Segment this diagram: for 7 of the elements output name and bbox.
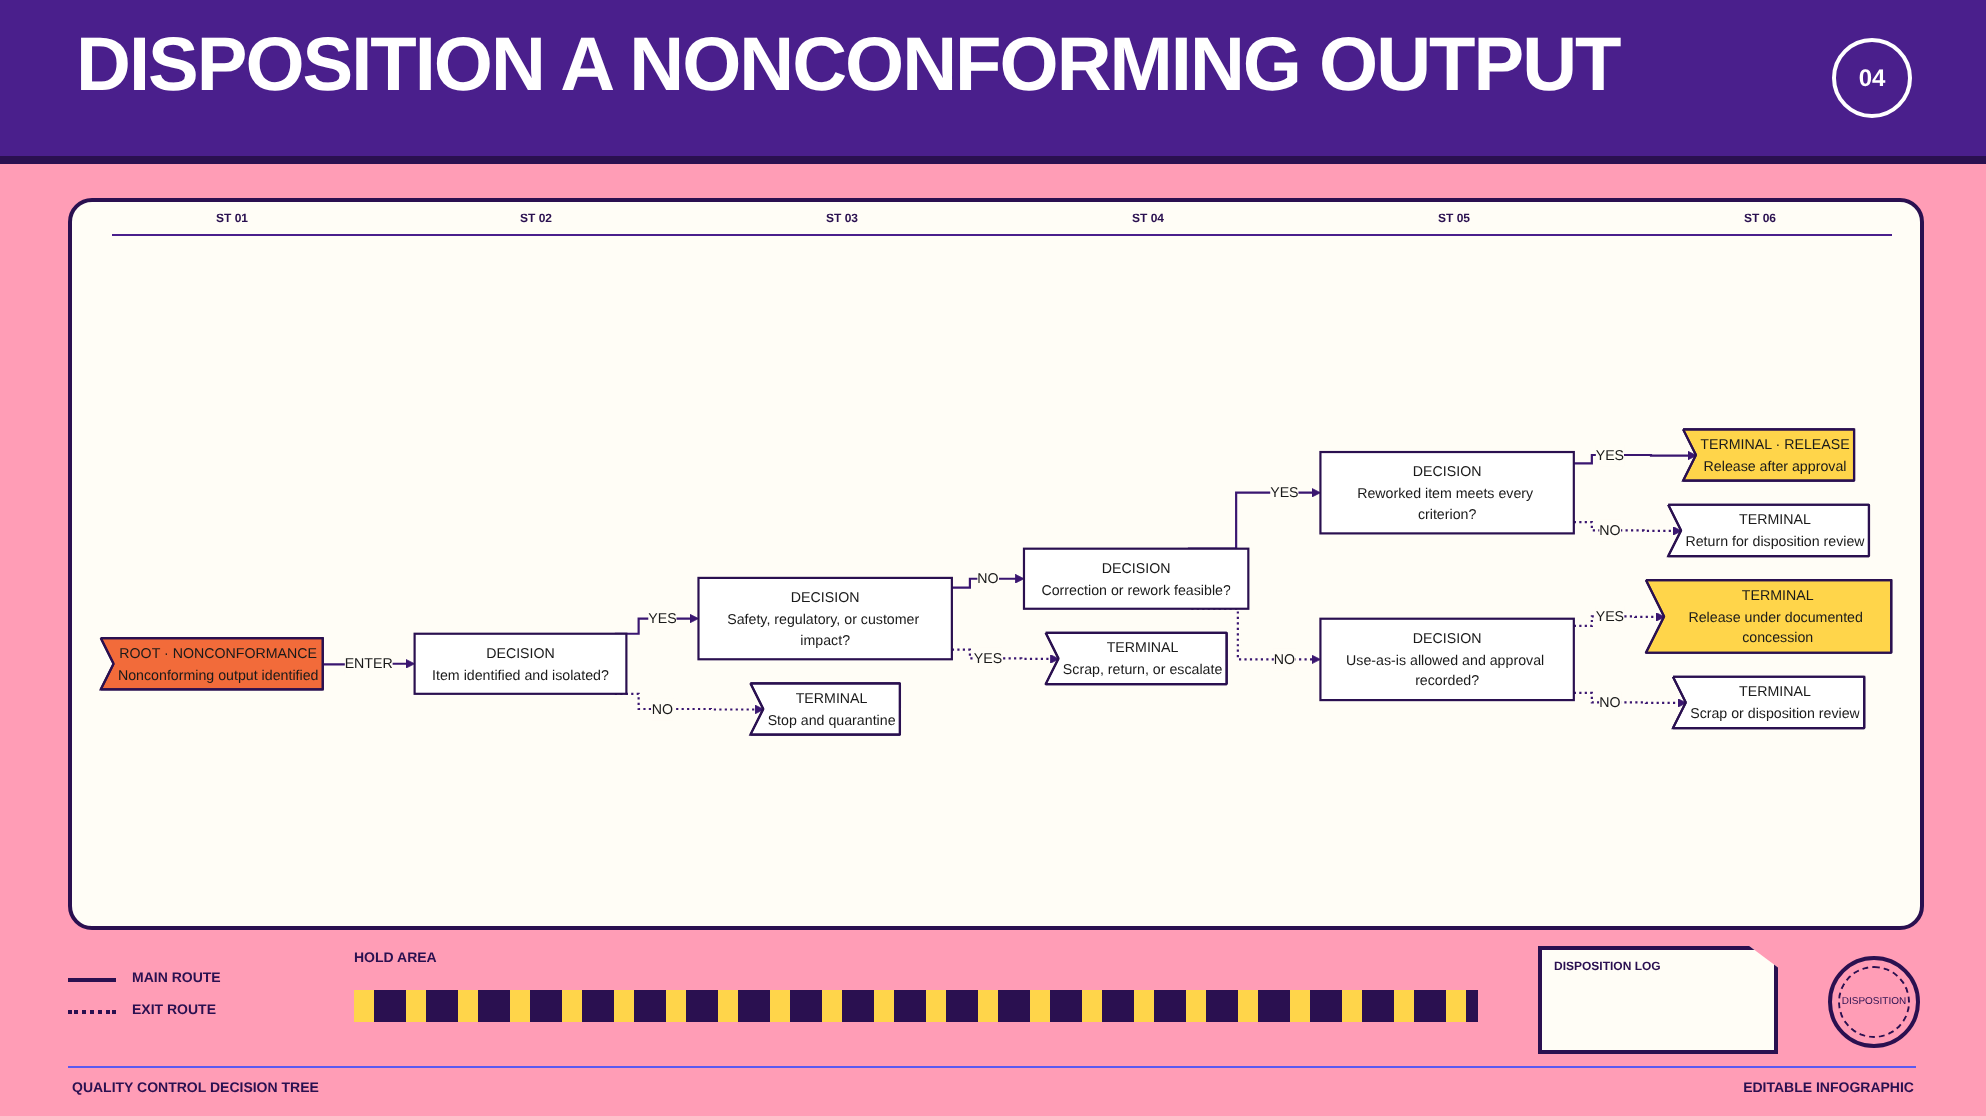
arrow: [951, 648, 1060, 664]
arrow: [951, 573, 1025, 589]
arrow: [1573, 520, 1683, 536]
title: DISPOSITION A NONCONFORMING OUTPUT: [76, 24, 1620, 110]
arrow: [1573, 612, 1666, 627]
arrow: [1573, 691, 1687, 708]
page-number: 04: [1832, 38, 1912, 118]
